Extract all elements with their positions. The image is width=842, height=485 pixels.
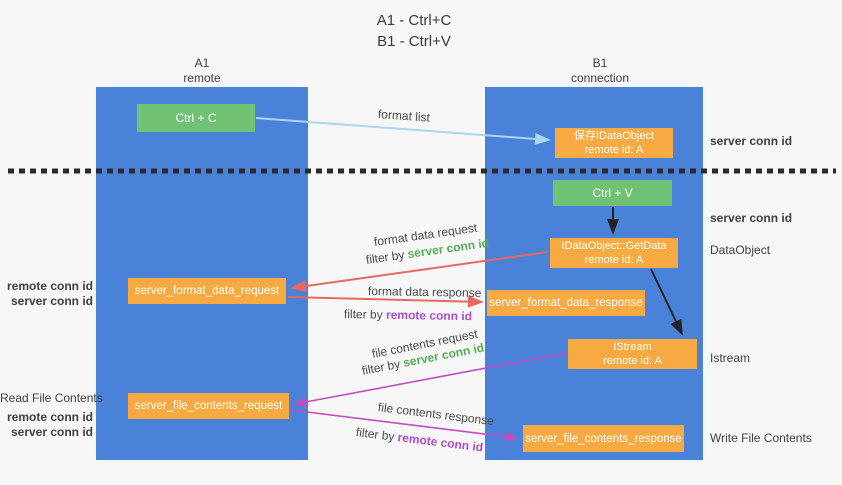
istream-line1: IStream xyxy=(613,341,652,353)
lifeline-header-a1: A1 remote xyxy=(102,56,302,86)
server-file-contents-request-node: server_file_contents_request xyxy=(128,393,289,419)
ctrl-v-node: Ctrl + V xyxy=(553,180,672,206)
format-data-response-filter-label: filter by remote conn id xyxy=(344,307,472,323)
format-data-response-arrow-label: format data response xyxy=(368,284,482,300)
filter-by-prefix: filter by xyxy=(360,356,405,378)
server-format-data-response-label: server_format_data_response xyxy=(489,297,643,309)
server-file-contents-response-node: server_file_contents_response xyxy=(523,425,684,452)
right-server-conn-id-mid-label: server conn id xyxy=(710,211,793,225)
server-file-contents-request-label: server_file_contents_request xyxy=(134,400,283,412)
getdata-line2: remote id: A xyxy=(584,254,644,266)
left-server-conn-id-bottom-label: server conn id xyxy=(10,425,93,439)
istream-line2: remote id: A xyxy=(603,355,662,367)
server-format-data-request-label: server_format_data_request xyxy=(134,285,280,297)
istream-node: IStream remote id: A xyxy=(568,339,697,369)
ctrl-c-node: Ctrl + C xyxy=(137,104,255,132)
filter-by-prefix: filter by xyxy=(343,307,387,322)
istream-side-label: Istream xyxy=(710,351,751,365)
remote-conn-id-key: remote conn id xyxy=(396,430,484,455)
diagram-title: A1 - Ctrl+C B1 - Ctrl+V xyxy=(264,10,564,52)
server-file-contents-response-label: server_file_contents_response xyxy=(525,432,682,445)
save-idataobject-line2: remote id: A xyxy=(584,144,644,156)
format-list-text: format list xyxy=(377,107,431,125)
filter-by-prefix: filter by xyxy=(355,425,399,445)
left-remote-conn-id-bottom-label: remote conn id xyxy=(6,410,93,424)
format-list-arrow-label: format list xyxy=(378,107,431,125)
file-contents-response-arrow-label: file contents response xyxy=(377,400,495,428)
title-line-ctrl-c: A1 - Ctrl+C xyxy=(376,12,452,29)
lifeline-b1-name: B1 xyxy=(592,56,608,70)
title-line-ctrl-v: B1 - Ctrl+V xyxy=(377,33,451,50)
left-server-conn-id-top-label: server conn id xyxy=(10,294,93,308)
server-format-data-request-node: server_format_data_request xyxy=(128,278,286,304)
server-format-data-response-node: server_format_data_response xyxy=(487,290,645,316)
write-file-contents-label: Write File Contents xyxy=(710,431,812,445)
file-contents-response-filter-label: filter by remote conn id xyxy=(355,425,484,454)
read-file-contents-label: Read File Contents xyxy=(0,391,103,405)
file-contents-response-text: file contents response xyxy=(377,400,495,429)
idataobject-getdata-node: IDataObject::GetData remote id: A xyxy=(550,238,678,268)
lifeline-header-b1: B1 connection xyxy=(500,56,700,86)
lifeline-a1-name: A1 xyxy=(194,56,210,70)
lifeline-b1-role: connection xyxy=(570,71,630,85)
save-idataobject-line1: 保存IDataObject xyxy=(573,130,655,142)
filter-by-prefix: filter by xyxy=(365,247,409,267)
remote-conn-id-key: remote conn id xyxy=(385,307,473,324)
dataobject-label: DataObject xyxy=(710,243,771,257)
save-idataobject-node: 保存IDataObject remote id: A xyxy=(555,128,673,158)
ctrl-c-label: Ctrl + C xyxy=(175,111,217,125)
ctrl-v-label: Ctrl + V xyxy=(592,186,633,200)
lifeline-a1-role: remote xyxy=(183,71,221,85)
format-data-response-text: format data response xyxy=(367,284,482,300)
right-server-conn-id-top-label: server conn id xyxy=(710,134,793,148)
left-remote-conn-id-top-label: remote conn id xyxy=(6,279,93,293)
getdata-line1: IDataObject::GetData xyxy=(561,240,667,252)
